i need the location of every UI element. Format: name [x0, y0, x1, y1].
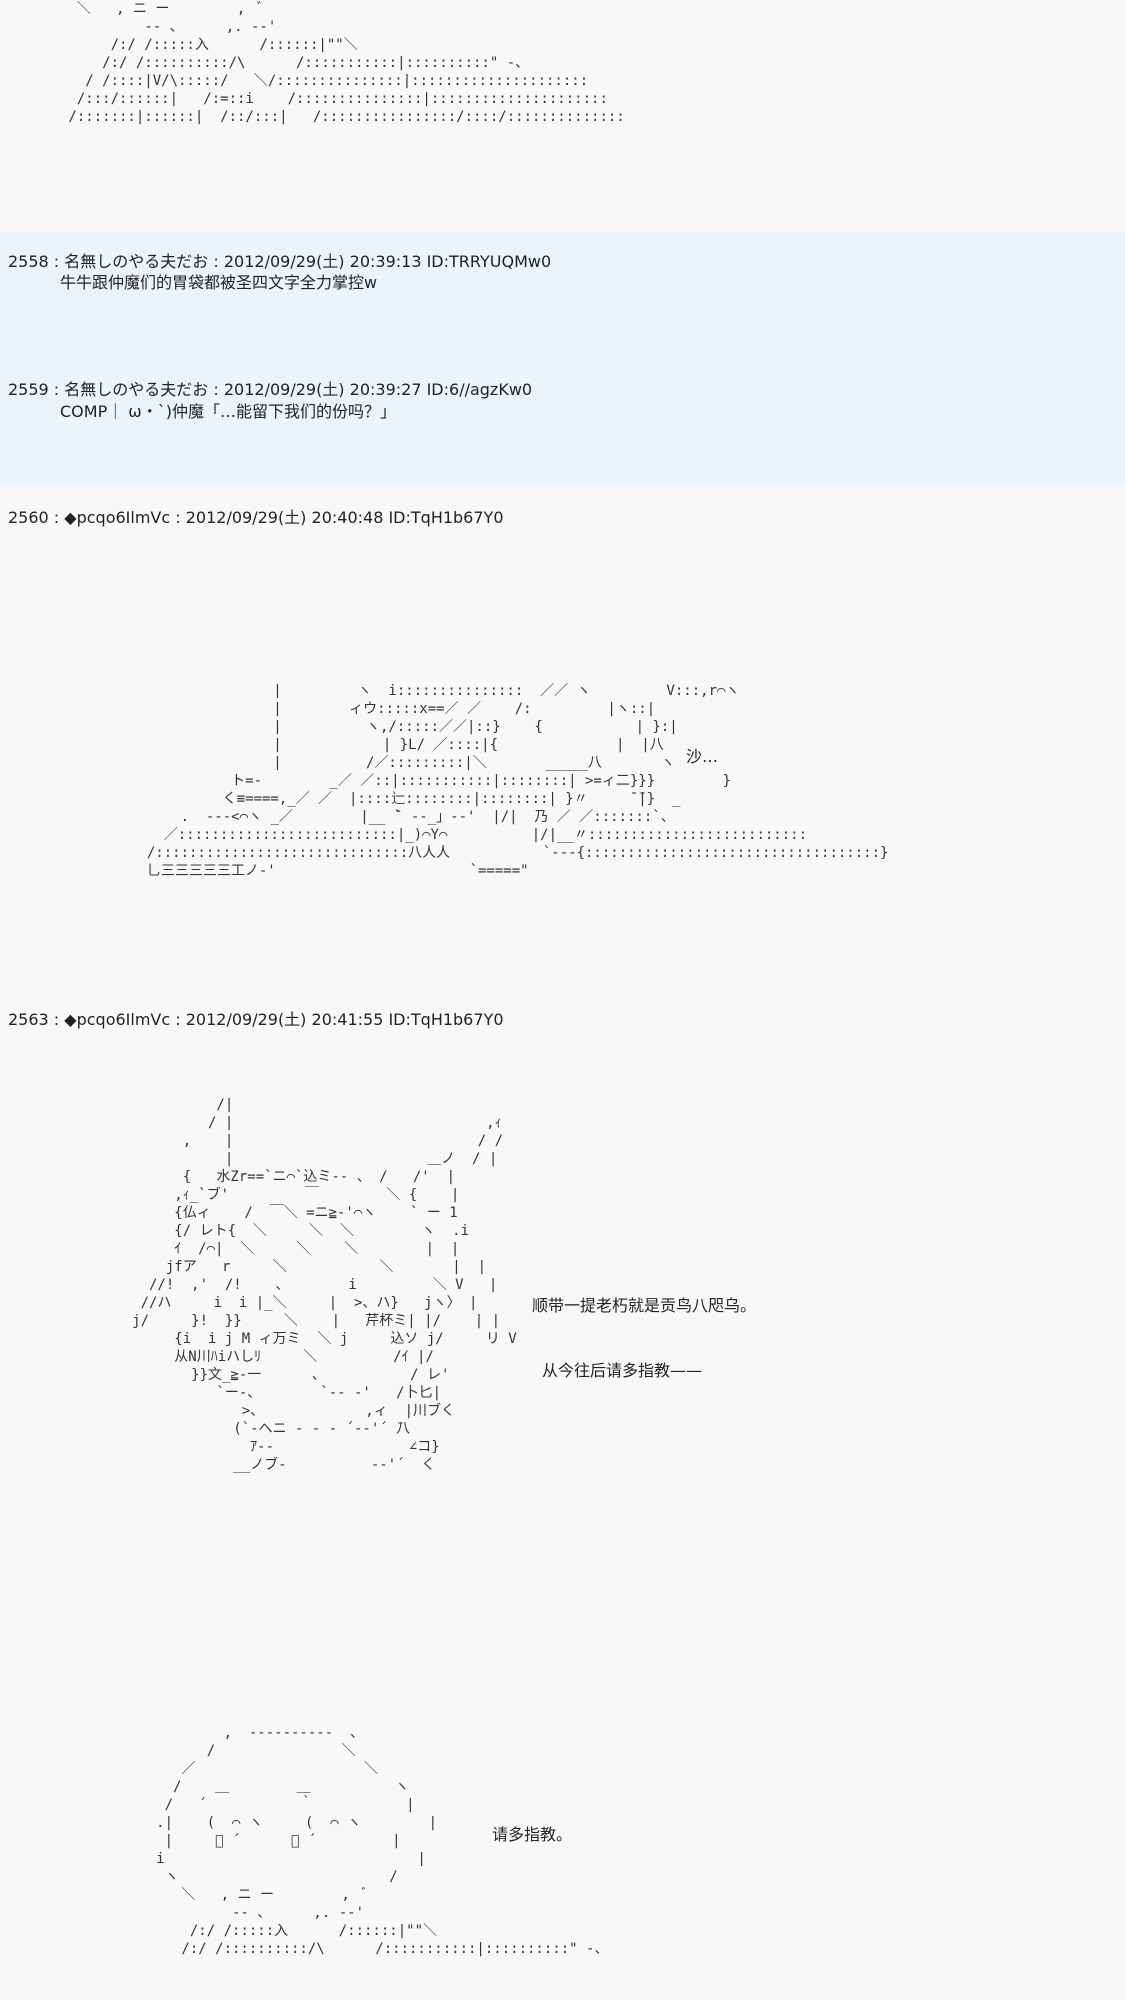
ascii-art-face-bottom: , ---------- 、 / ＼ ／ ＼ / ＿ ＿ ヽ / ´ ｀ | .…	[156, 1725, 609, 1957]
ascii-art-crow-2563: /| / | ,ｨ , | / / | ＿ノ / | { 水Zr==`ニ⌒`込ミ…	[132, 1097, 517, 1473]
post-header-2560: 2560 : ◆pcqo6IlmVc : 2012/09/29(土) 20:40…	[8, 508, 504, 527]
side-text-2563-3: 请多指教。	[492, 1825, 573, 1844]
ascii-art-scene-2560: | ヽ i::::::::::::::: ／／ ヽ V:::,r⌒ヽ | ィウ:…	[146, 683, 889, 879]
post-header-2563: 2563 : ◆pcqo6IlmVc : 2012/09/29(土) 20:41…	[8, 1010, 504, 1029]
comment-highlight-band	[0, 232, 1125, 485]
post-header-2559: 2559 : 名無しのやる夫だお : 2012/09/29(土) 20:39:2…	[8, 380, 533, 399]
side-text-2560: 沙…	[686, 747, 719, 766]
post-header-2558: 2558 : 名無しのやる夫だお : 2012/09/29(土) 20:39:1…	[8, 252, 552, 271]
post-body-2559: COMP｜ ω・`)仲魔「…能留下我们的份吗？」	[60, 402, 396, 421]
post-body-2558: 牛牛跟仲魔们的胃袋都被圣四文字全力掌控w	[60, 273, 378, 292]
ascii-art-top-fragment: ＼ , ニ ー , ﾞ -- 、 ,. -‐' /:/ /:::::入 /:::…	[68, 1, 625, 125]
side-text-2563-1: 顺带一提老朽就是贡鸟八咫乌。	[532, 1296, 757, 1315]
side-text-2563-2: 从今往后请多指教——	[542, 1361, 703, 1380]
